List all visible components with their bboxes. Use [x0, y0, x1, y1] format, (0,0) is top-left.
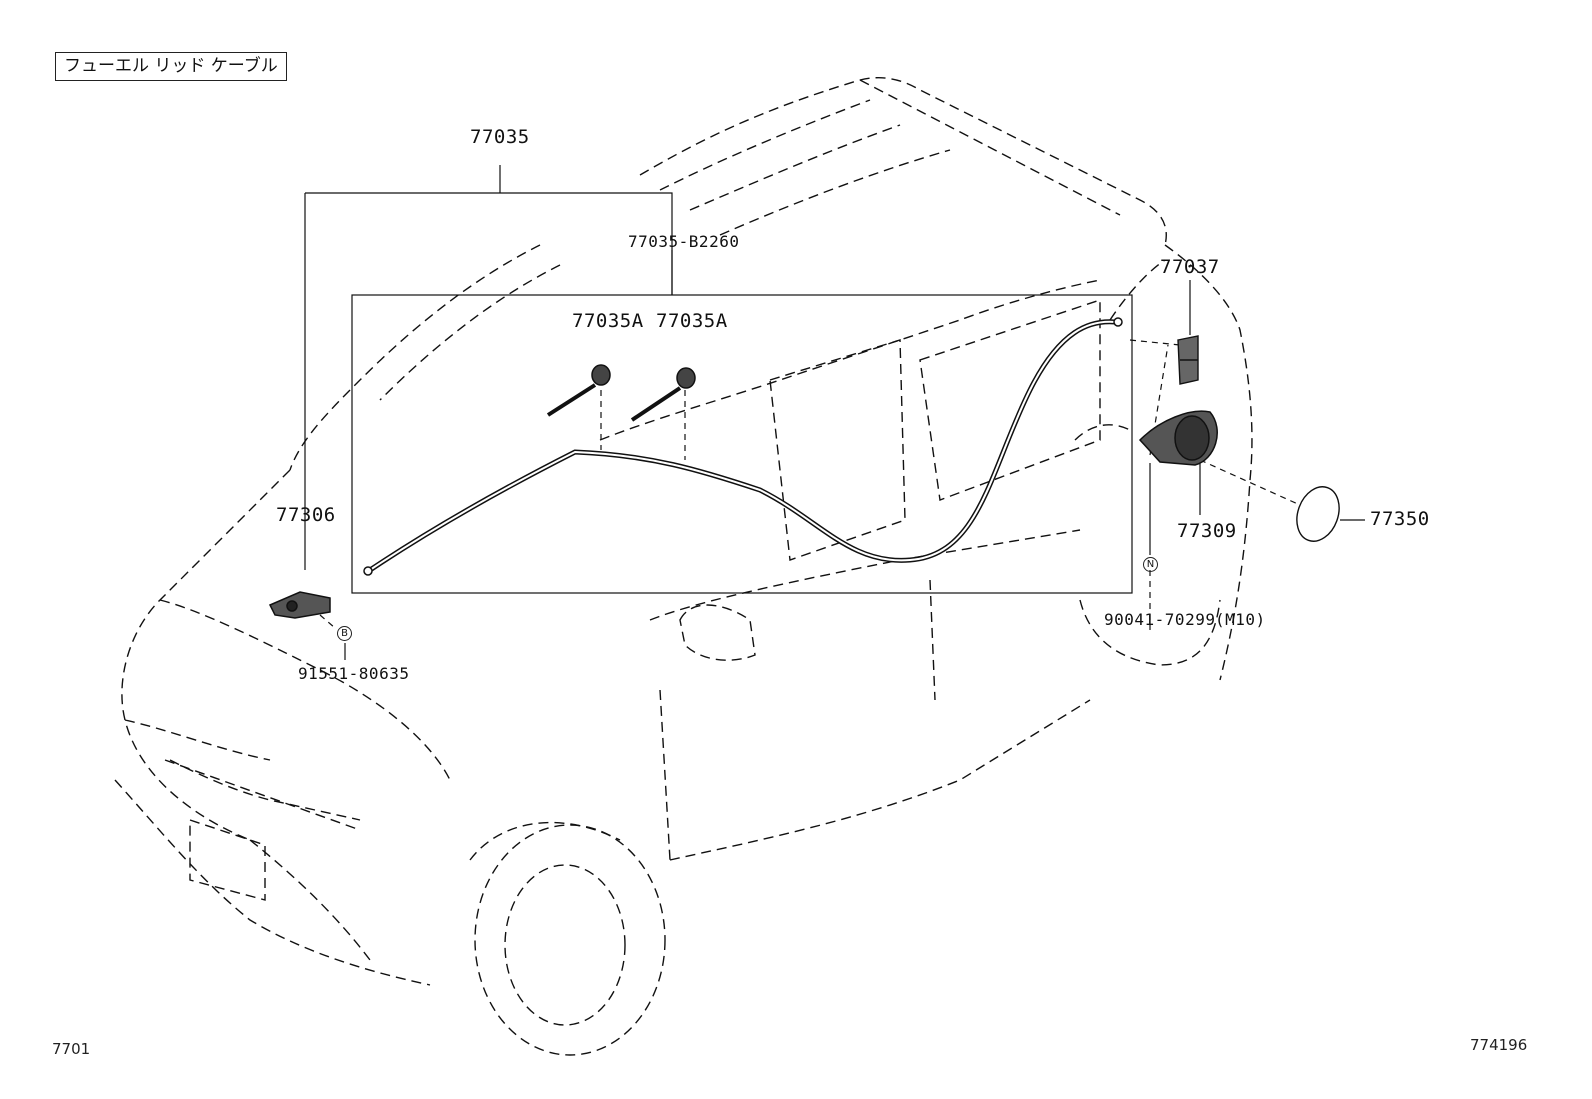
label-90041-70299: 90041-70299: [1104, 610, 1216, 629]
clamp-icon: [546, 364, 696, 422]
label-77035: 77035: [470, 126, 530, 148]
lock-icon: [268, 591, 331, 619]
label-77035a-2: 77035A: [656, 310, 728, 332]
label-91551-80635: 91551-80635: [298, 664, 410, 683]
marker-n: N: [1143, 557, 1158, 572]
fuel-lid-icon: [1138, 410, 1218, 466]
label-77309: 77309: [1177, 520, 1237, 542]
diagram-title: フューエル リッド ケーブル: [55, 52, 287, 81]
label-m10: (M10): [1215, 610, 1266, 629]
callout-dashed-lines: [319, 339, 1301, 630]
label-77035a-1: 77035A: [572, 310, 644, 332]
label-77035-b2260: 77035-B2260: [628, 232, 740, 251]
car-body-outline: [114, 77, 1253, 1056]
bracket-icon: [1177, 335, 1199, 385]
label-77350: 77350: [1370, 508, 1430, 530]
label-77037: 77037: [1160, 256, 1220, 278]
cable-icon: [363, 317, 1123, 576]
footer-right-code: 774196: [1470, 1036, 1528, 1054]
footer-left-code: 7701: [52, 1040, 91, 1058]
callout-lines: [304, 165, 1365, 660]
marker-b: B: [337, 626, 352, 641]
cap-icon: [1296, 486, 1340, 542]
label-77306: 77306: [276, 504, 336, 526]
